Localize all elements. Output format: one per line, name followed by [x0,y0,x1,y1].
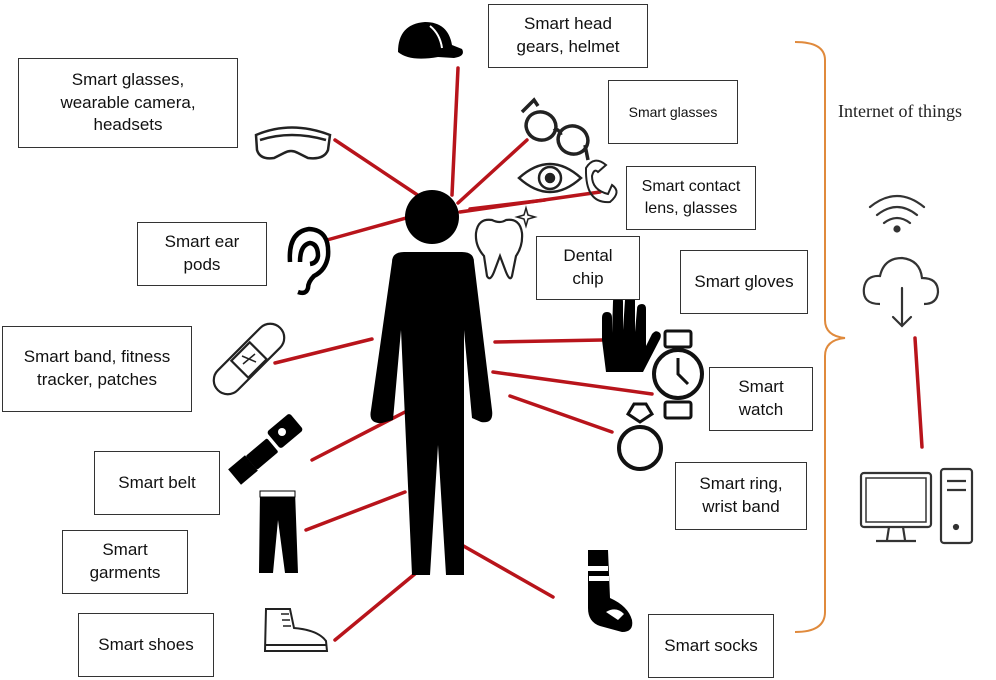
label-smart-glasses-camera: Smart glasses, wearable camera, headsets [18,58,238,148]
human-figure [370,190,493,575]
bandage-icon [212,322,286,396]
connector-gloves [493,338,604,344]
label-smart-shoes: Smart shoes [78,613,214,677]
connector-ring [508,394,614,434]
label-smart-socks: Smart socks [648,614,774,678]
connector-garments [304,490,407,532]
wifi-icon [868,195,926,233]
glove-icon [602,294,661,372]
label-smart-contact-lens: Smart contact lens, glasses [626,166,756,230]
label-smart-belt: Smart belt [94,451,220,515]
ring-icon [617,402,663,471]
connector-contact-lens-2 [468,198,547,211]
glasses-icon [520,97,590,161]
label-smart-garments: Smart garments [62,530,188,594]
connector-smart-glasses [456,138,529,205]
connector-ear-pods [325,213,419,242]
connector-socks [458,542,555,599]
connector-glasses-camera [333,138,424,200]
label-smart-head-gear: Smart head gears, helmet [488,4,648,68]
connector-band [273,337,374,365]
connector-cloud-computer [913,336,924,449]
sock-icon [588,550,633,632]
label-smart-band-fitness: Smart band, fitness tracker, patches [2,326,192,412]
pants-icon [259,490,298,573]
ear-icon [287,226,331,296]
label-smart-ear-pods: Smart ear pods [137,222,267,286]
label-smart-glasses: Smart glasses [608,80,738,144]
eye-icon [517,159,618,204]
iot-title: Internet of things [838,101,962,121]
label-smart-ring: Smart ring, wrist band [675,462,807,530]
cloud-download-icon [862,256,940,328]
label-smart-watch: Smart watch [709,367,813,431]
seatbelt-icon [228,414,303,485]
watch-icon [652,329,704,420]
cap-icon [398,22,463,59]
tooth-icon [474,205,538,280]
connector-head-gear [450,66,460,197]
connector-lines [273,66,924,642]
goggles-icon [254,126,332,160]
desktop-computer-icon [859,467,974,545]
boot-icon [263,608,329,652]
label-smart-gloves: Smart gloves [680,250,808,314]
connector-watch [491,370,654,396]
connector-shoes [333,571,418,642]
iot-brace [794,41,846,633]
label-dental-chip: Dental chip [536,236,640,300]
